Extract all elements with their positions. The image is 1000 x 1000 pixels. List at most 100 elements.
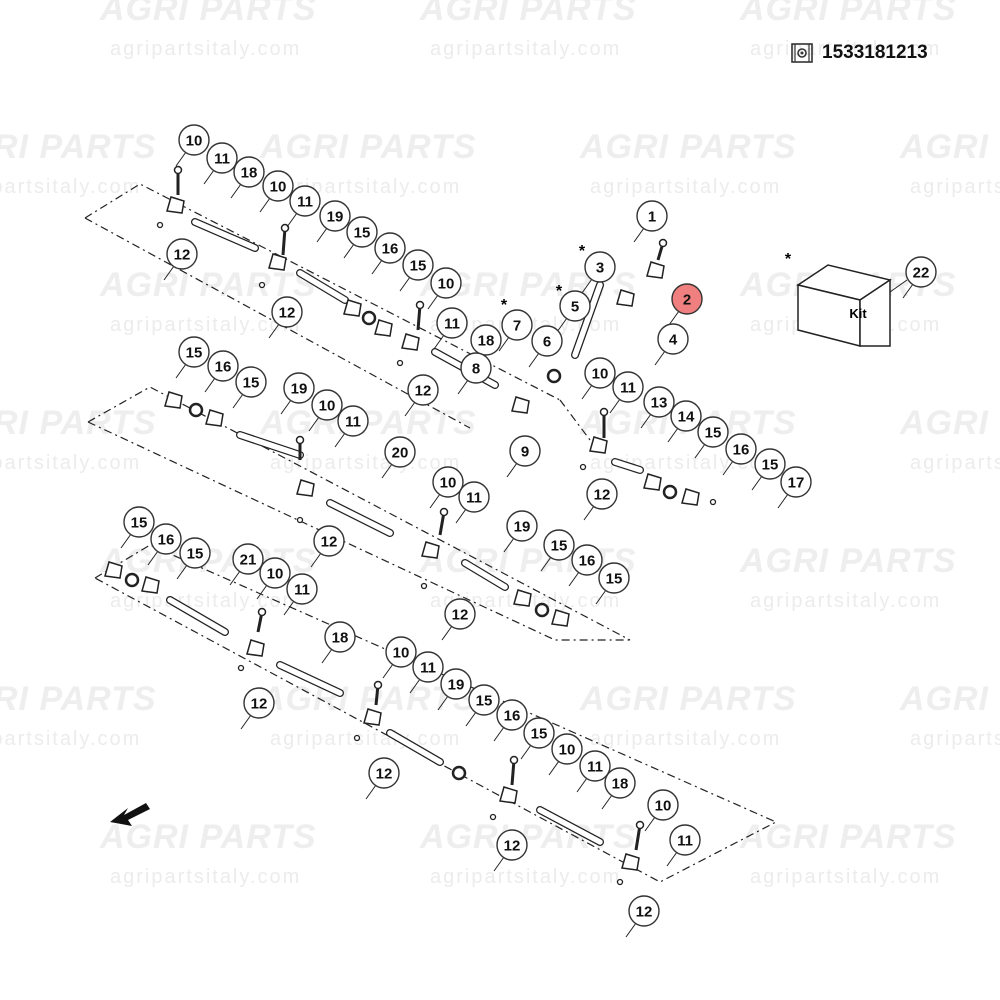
callout-4[interactable]: 4 [654,323,689,366]
callout-12[interactable]: 12 [441,598,476,641]
callout-number: 13 [651,395,668,412]
callout-15[interactable]: 15 [175,336,210,379]
callout-16[interactable]: 16 [568,544,603,587]
callout-number: 10 [267,566,284,583]
callout-number: 19 [327,209,344,226]
callout-16[interactable]: 16 [722,433,757,476]
callout-11[interactable]: 11 [203,142,238,185]
callout-10[interactable]: 10 [581,357,616,400]
callout-15[interactable]: 15 [751,448,786,491]
callout-11[interactable]: 11 [334,405,369,448]
callout-13[interactable]: 13 [640,386,675,429]
callout-10[interactable]: 10 [429,466,464,509]
kit-box: Kit [796,264,908,347]
callout-12[interactable]: 12 [268,296,303,339]
part-block [166,196,185,214]
part-number-header: 1533181213 [790,42,928,64]
callout-19[interactable]: 19 [503,510,538,553]
callout-16[interactable]: 16 [493,699,528,742]
callout-number: 4 [669,332,678,349]
callout-11[interactable]: 11 [455,481,490,524]
callout-number: 12 [376,766,393,783]
callout-number: 11 [587,759,603,776]
callout-19[interactable]: 19 [437,668,472,711]
callout-15[interactable]: 15 [595,562,630,605]
callout-8[interactable]: 8 [457,352,492,395]
callout-22[interactable]: 22 [902,256,937,299]
callout-2[interactable]: 2 [668,283,703,326]
callout-10[interactable]: 10 [259,170,294,213]
callout-18[interactable]: 18 [321,621,356,664]
callout-number: 16 [158,532,175,549]
callout-number: 2 [683,292,691,309]
callout-number: 15 [762,457,779,474]
callout-number: 16 [733,442,750,459]
callout-11[interactable]: 11 [409,651,444,694]
washer [361,310,377,326]
callout-15[interactable]: 15 [694,416,729,459]
callout-15[interactable]: 15 [176,537,211,580]
callout-1[interactable]: 1 [633,200,668,243]
callout-number: 12 [251,696,268,713]
group-boundaries [84,183,778,883]
callout-17[interactable]: 17 [777,466,812,509]
callout-11[interactable]: 11 [666,824,701,867]
callout-7[interactable]: 7 [498,309,533,352]
callout-3[interactable]: 3 [581,251,616,294]
washer [662,484,678,500]
callout-15[interactable]: 15 [540,529,575,572]
callout-15[interactable]: 15 [520,717,555,760]
callout-10[interactable]: 10 [256,557,291,600]
part-block [511,396,530,414]
callout-11[interactable]: 11 [283,573,318,616]
callout-12[interactable]: 12 [493,829,528,872]
callout-12[interactable]: 12 [310,525,345,568]
callout-12[interactable]: 12 [404,374,439,417]
callout-18[interactable]: 18 [601,767,636,810]
callout-number: 17 [788,475,805,492]
callout-6[interactable]: 6 [528,325,563,368]
callout-number: 11 [620,380,636,397]
part-block [551,609,570,627]
callout-11[interactable]: 11 [609,371,644,414]
callout-11[interactable]: 11 [286,185,321,228]
washer [188,402,204,418]
callout-10[interactable]: 10 [382,636,417,679]
callout-9[interactable]: 9 [506,435,541,478]
callout-11[interactable]: 11 [433,307,468,350]
callout-15[interactable]: 15 [343,216,378,259]
callout-12[interactable]: 12 [625,895,660,938]
callout-number: 3 [596,260,604,277]
callout-21[interactable]: 21 [229,543,264,586]
callout-5[interactable]: 5 [556,290,591,333]
callout-number: 11 [345,414,361,431]
callout-15[interactable]: 15 [399,249,434,292]
callout-10[interactable]: 10 [175,124,210,167]
callout-15[interactable]: 15 [232,366,267,409]
washer [124,572,140,588]
callout-14[interactable]: 14 [667,400,702,443]
callout-16[interactable]: 16 [204,350,239,393]
callout-10[interactable]: 10 [308,389,343,432]
callout-10[interactable]: 10 [427,267,462,310]
callout-12[interactable]: 12 [240,687,275,730]
callout-18[interactable]: 18 [230,156,265,199]
callout-16[interactable]: 16 [371,232,406,275]
callout-11[interactable]: 11 [576,750,611,793]
callout-10[interactable]: 10 [644,789,679,832]
callout-12[interactable]: 12 [583,478,618,521]
callout-number: 11 [294,582,310,599]
callout-12[interactable]: 12 [163,238,198,281]
asterisk-mark: * [556,283,563,300]
callout-15[interactable]: 15 [465,684,500,727]
callout-15[interactable]: 15 [120,506,155,549]
callout-12[interactable]: 12 [365,757,400,800]
callout-16[interactable]: 16 [147,523,182,566]
callout-19[interactable]: 19 [280,372,315,415]
part-block [268,253,287,271]
callout-number: 10 [655,798,672,815]
part-block [164,391,183,409]
callout-10[interactable]: 10 [548,733,583,776]
callout-19[interactable]: 19 [316,200,351,243]
callout-20[interactable]: 20 [381,436,416,479]
